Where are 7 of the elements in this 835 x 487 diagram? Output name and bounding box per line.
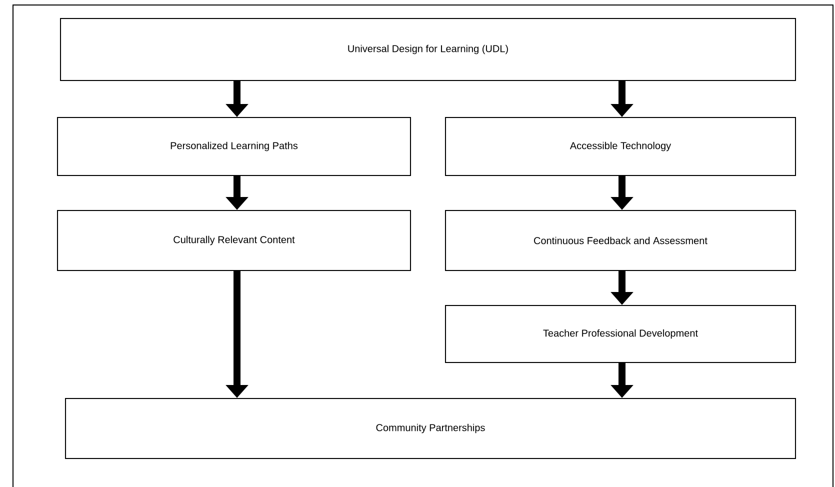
process-box: Personalized Learning Paths [57, 117, 411, 176]
process-box: Community Partnerships [65, 398, 796, 459]
process-box: Accessible Technology [445, 117, 796, 176]
process-box: Continuous Feedback and Assessment [445, 210, 796, 271]
process-box: Teacher Professional Development [445, 305, 796, 363]
process-box: Culturally Relevant Content [57, 210, 411, 271]
process-box: Universal Design for Learning (UDL) [60, 18, 796, 81]
